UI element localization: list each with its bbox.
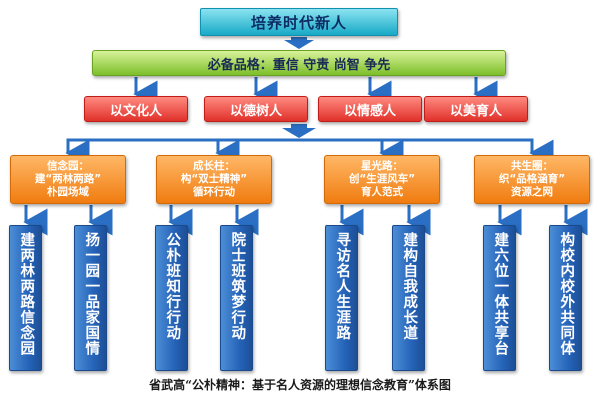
- branch-title: 星光路：: [361, 160, 403, 172]
- branch-bus-line: [66, 138, 534, 152]
- branch-belief-garden: 信念园： 建“两林两路” 朴园场域: [10, 155, 126, 204]
- arrow-values-to-branches: [282, 124, 316, 138]
- leaf-box: 构校内校外共同体: [549, 225, 582, 371]
- goal-box: 培养时代新人: [200, 8, 398, 36]
- branch-text: 朴园场域: [47, 186, 89, 198]
- branch-title: 共生圈：: [511, 160, 553, 172]
- arrow-top-to-qualities: [284, 37, 314, 49]
- leaf-box: 建六位一体共享台: [483, 225, 516, 371]
- branch-title: 信念园：: [47, 160, 89, 172]
- branch-text: 创“生涯风车”: [348, 173, 416, 185]
- leaf-box: 公朴班知行行动: [155, 225, 188, 371]
- qualities-box: 必备品格：重信 守责 尚智 争先: [92, 50, 506, 76]
- leaf-box: 扬一园一品家国情: [74, 225, 107, 371]
- leaf-box: 建构自我成长道: [392, 225, 425, 371]
- branch-text: 育人范式: [361, 186, 403, 198]
- branch-text: 织“品格涵育”: [498, 173, 566, 185]
- branch-text: 建“两林两路”: [34, 173, 102, 185]
- diagram-caption: 省武高“公朴精神：基于名人资源的理想信念教育”体系图: [149, 378, 451, 392]
- leaf-box: 院士班筑梦行动: [220, 225, 253, 371]
- branch-text: 循环行动: [193, 186, 235, 198]
- branch-symbiosis-circle: 共生圈： 织“品格涵育” 资源之网: [474, 155, 590, 204]
- branch-text: 资源之网: [511, 186, 553, 198]
- value-box-emotion: 以情感人: [318, 96, 422, 122]
- value-box-beauty: 以美育人: [424, 96, 528, 122]
- branch-starlight-road: 星光路： 创“生涯风车” 育人范式: [324, 155, 440, 204]
- leaf-box: 寻访名人生涯路: [325, 225, 358, 371]
- branch-growth-pillar: 成长柱： 构“双士精神” 循环行动: [156, 155, 272, 204]
- value-box-culture: 以文化人: [84, 96, 188, 122]
- value-box-virtue: 以德树人: [204, 96, 308, 122]
- branch-text: 构“双士精神”: [180, 173, 248, 185]
- leaf-box: 建两林两路信念园: [9, 225, 42, 371]
- branch-title: 成长柱：: [193, 160, 235, 172]
